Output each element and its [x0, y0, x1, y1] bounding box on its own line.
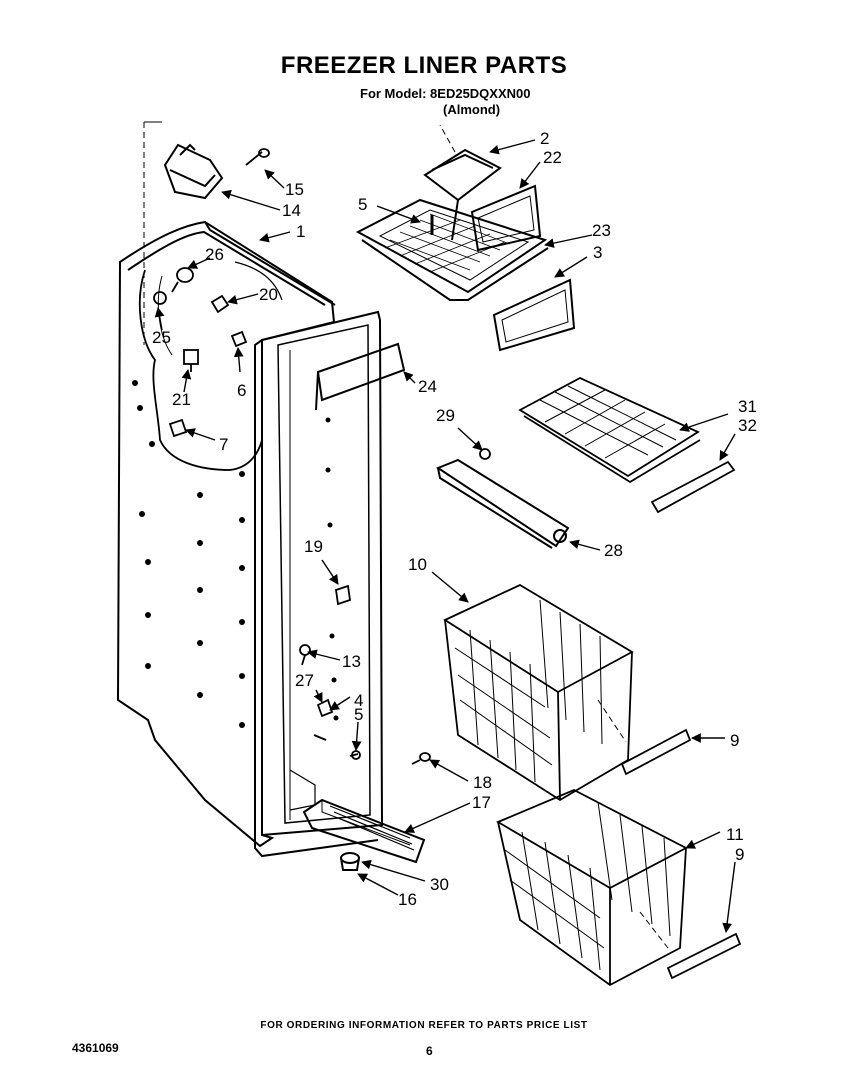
wire-shelf-31 [518, 376, 701, 484]
liner-mounting-holes [132, 380, 339, 728]
callout-5: 5 [358, 195, 367, 214]
callout-32: 32 [738, 416, 757, 435]
fastener-19 [335, 584, 351, 606]
color-variant: (Almond) [443, 102, 501, 117]
flap-3 [492, 278, 576, 352]
leveling-leg-16 [340, 852, 360, 871]
ice-bin-bracket-2 [423, 148, 502, 241]
callout-19: 19 [304, 537, 323, 556]
callout-23: 23 [592, 221, 611, 240]
callout-31: 31 [738, 397, 757, 416]
callout-9: 9 [730, 731, 739, 750]
wire-basket-10 [443, 583, 634, 802]
crossbar-24 [315, 342, 406, 411]
callout-5: 5 [354, 705, 363, 724]
callout-15: 15 [285, 180, 304, 199]
callout-21: 21 [172, 390, 191, 409]
callout-27: 27 [295, 671, 314, 690]
hinge-bracket [163, 143, 224, 200]
basket-trim-9a [620, 728, 692, 776]
page-number: 6 [426, 1044, 433, 1058]
screw-5 [349, 750, 361, 760]
freezer-liner [116, 220, 384, 858]
callout-labels: 1 2 3 4 5 5 6 7 9 9 10 11 13 14 15 16 17… [152, 129, 757, 909]
ice-bin-shelf [355, 198, 549, 301]
callout-7: 7 [219, 435, 228, 454]
callout-30: 30 [430, 875, 449, 894]
callout-1: 1 [296, 222, 305, 241]
callout-22: 22 [543, 148, 562, 167]
callout-9: 9 [735, 845, 744, 864]
light-bulb-25 [153, 291, 167, 305]
page-title: FREEZER LINER PARTS [280, 52, 568, 79]
callout-6: 6 [237, 381, 246, 400]
alignment-dashes [439, 124, 669, 949]
clip-4 [313, 734, 327, 741]
callout-4: 4 [354, 691, 363, 710]
callout-13: 13 [342, 652, 361, 671]
screw-29 [479, 448, 491, 460]
document-number: 4361069 [72, 1041, 119, 1055]
callout-20: 20 [259, 285, 278, 304]
clip-20 [210, 294, 230, 314]
callout-14: 14 [282, 201, 301, 220]
callout-29: 29 [436, 406, 455, 425]
fastener-6 [230, 330, 248, 348]
vent-grille-17 [302, 798, 426, 864]
wire-basket-11 [495, 789, 688, 987]
callout-24: 24 [418, 377, 437, 396]
switch-21 [183, 349, 199, 372]
callout-17: 17 [472, 793, 491, 812]
door-22 [470, 184, 542, 252]
ordering-note: FOR ORDERING INFORMATION REFER TO PARTS … [260, 1020, 588, 1031]
screw-18 [411, 752, 431, 765]
callout-25: 25 [152, 328, 171, 347]
callout-18: 18 [473, 773, 492, 792]
callout-16: 16 [398, 890, 417, 909]
shelf-trim-32 [650, 460, 736, 514]
callout-3: 3 [593, 243, 602, 262]
callout-28: 28 [604, 541, 623, 560]
light-socket-26 [171, 267, 194, 293]
hinge-screw [245, 148, 270, 166]
basket-trim-9b [666, 932, 742, 980]
fastener-13 [299, 644, 311, 666]
shelf-support-28 [435, 458, 570, 549]
leader-arrows [154, 139, 736, 933]
callout-10: 10 [408, 555, 427, 574]
model-number: For Model: 8ED25DQXXN00 [360, 86, 531, 101]
fastener-7 [168, 418, 188, 438]
callout-26: 26 [205, 245, 224, 264]
fastener-27 [316, 698, 334, 718]
callout-2: 2 [540, 129, 549, 148]
callout-11: 11 [726, 825, 744, 844]
